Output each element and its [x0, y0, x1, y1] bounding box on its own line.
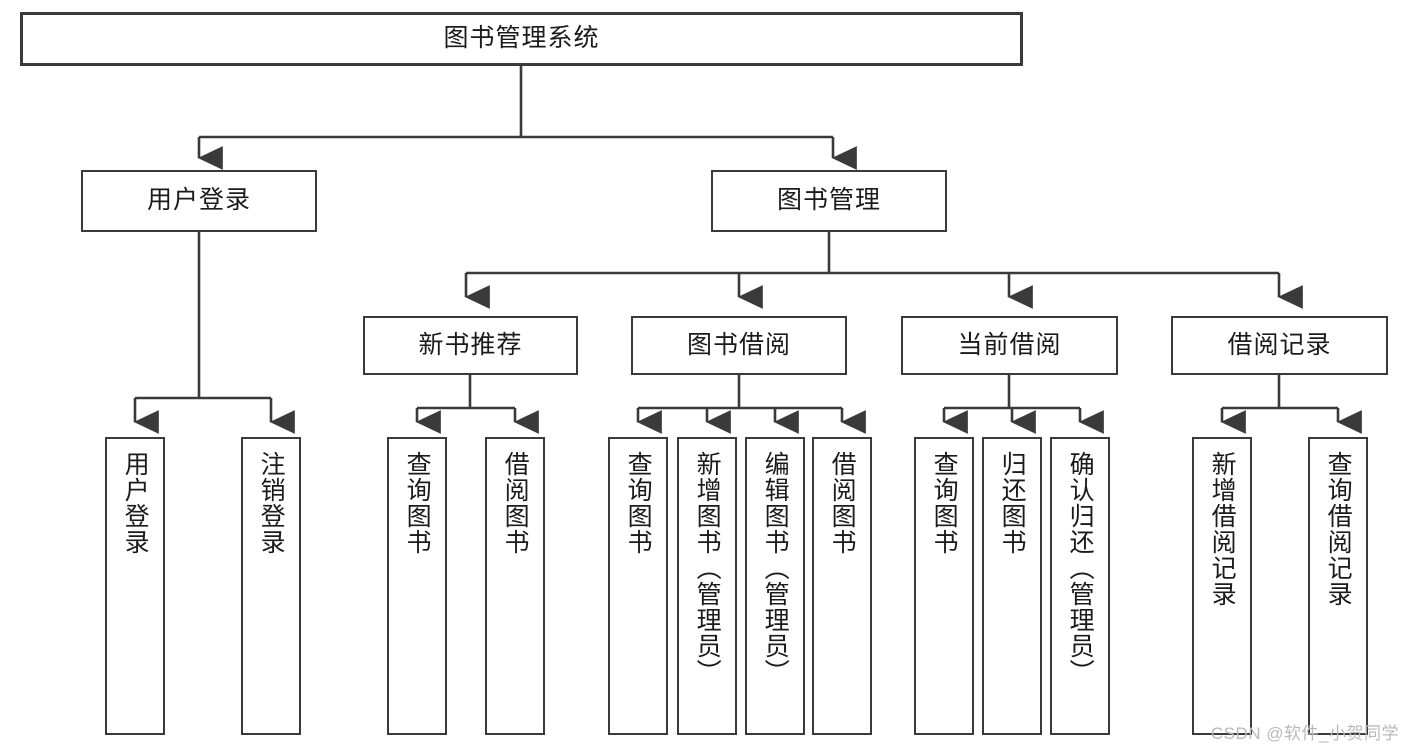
node-root[interactable]: 图书管理系统 — [20, 12, 1023, 66]
node-user-login[interactable]: 用户登录 — [81, 170, 317, 232]
node-root-label: 图书管理系统 — [443, 24, 600, 53]
leaf-edit-book-admin-label: 编辑图书（管理员） — [761, 451, 790, 685]
leaf-borrow-book[interactable]: 借阅图书 — [812, 437, 872, 735]
node-new-book-recommend-label: 新书推荐 — [418, 330, 523, 359]
node-user-login-label: 用户登录 — [146, 186, 251, 215]
node-current-borrow-label: 当前借阅 — [957, 330, 1062, 359]
leaf-add-borrow-record[interactable]: 新增借阅记录 — [1192, 437, 1252, 735]
node-current-borrow[interactable]: 当前借阅 — [901, 316, 1118, 375]
leaf-new-book-query[interactable]: 查询图书 — [387, 437, 447, 735]
leaf-user-logout[interactable]: 注销登录 — [241, 437, 301, 735]
leaf-user-logout-label: 注销登录 — [257, 451, 286, 555]
leaf-user-login[interactable]: 用户登录 — [105, 437, 165, 735]
node-book-management[interactable]: 图书管理 — [711, 170, 947, 232]
node-new-book-recommend[interactable]: 新书推荐 — [363, 316, 578, 375]
leaf-add-borrow-record-label: 新增借阅记录 — [1208, 451, 1237, 607]
leaf-confirm-return-admin-label: 确认归还（管理员） — [1066, 451, 1095, 685]
leaf-user-login-label: 用户登录 — [121, 451, 150, 555]
node-borrow-record[interactable]: 借阅记录 — [1171, 316, 1388, 375]
leaf-query-borrow-record[interactable]: 查询借阅记录 — [1308, 437, 1368, 735]
leaf-current-query-book-label: 查询图书 — [930, 451, 959, 555]
node-book-borrow[interactable]: 图书借阅 — [631, 316, 847, 375]
leaf-add-book-admin[interactable]: 新增图书（管理员） — [677, 437, 737, 735]
leaf-borrow-query-book[interactable]: 查询图书 — [608, 437, 668, 735]
leaf-return-book-label: 归还图书 — [998, 451, 1027, 555]
leaf-new-book-query-label: 查询图书 — [403, 451, 432, 555]
leaf-current-query-book[interactable]: 查询图书 — [914, 437, 974, 735]
leaf-add-book-admin-label: 新增图书（管理员） — [693, 451, 722, 685]
node-book-management-label: 图书管理 — [776, 186, 881, 215]
leaf-confirm-return-admin[interactable]: 确认归还（管理员） — [1050, 437, 1110, 735]
leaf-borrow-query-book-label: 查询图书 — [624, 451, 653, 555]
node-borrow-record-label: 借阅记录 — [1227, 330, 1332, 359]
leaf-borrow-book-label: 借阅图书 — [828, 451, 857, 555]
watermark: CSDN @软件_小贺同学 — [1210, 724, 1399, 743]
leaf-new-book-borrow-label: 借阅图书 — [501, 451, 530, 555]
node-book-borrow-label: 图书借阅 — [686, 330, 791, 359]
leaf-return-book[interactable]: 归还图书 — [982, 437, 1042, 735]
leaf-new-book-borrow[interactable]: 借阅图书 — [485, 437, 545, 735]
leaf-edit-book-admin[interactable]: 编辑图书（管理员） — [745, 437, 805, 735]
leaf-query-borrow-record-label: 查询借阅记录 — [1324, 451, 1353, 607]
